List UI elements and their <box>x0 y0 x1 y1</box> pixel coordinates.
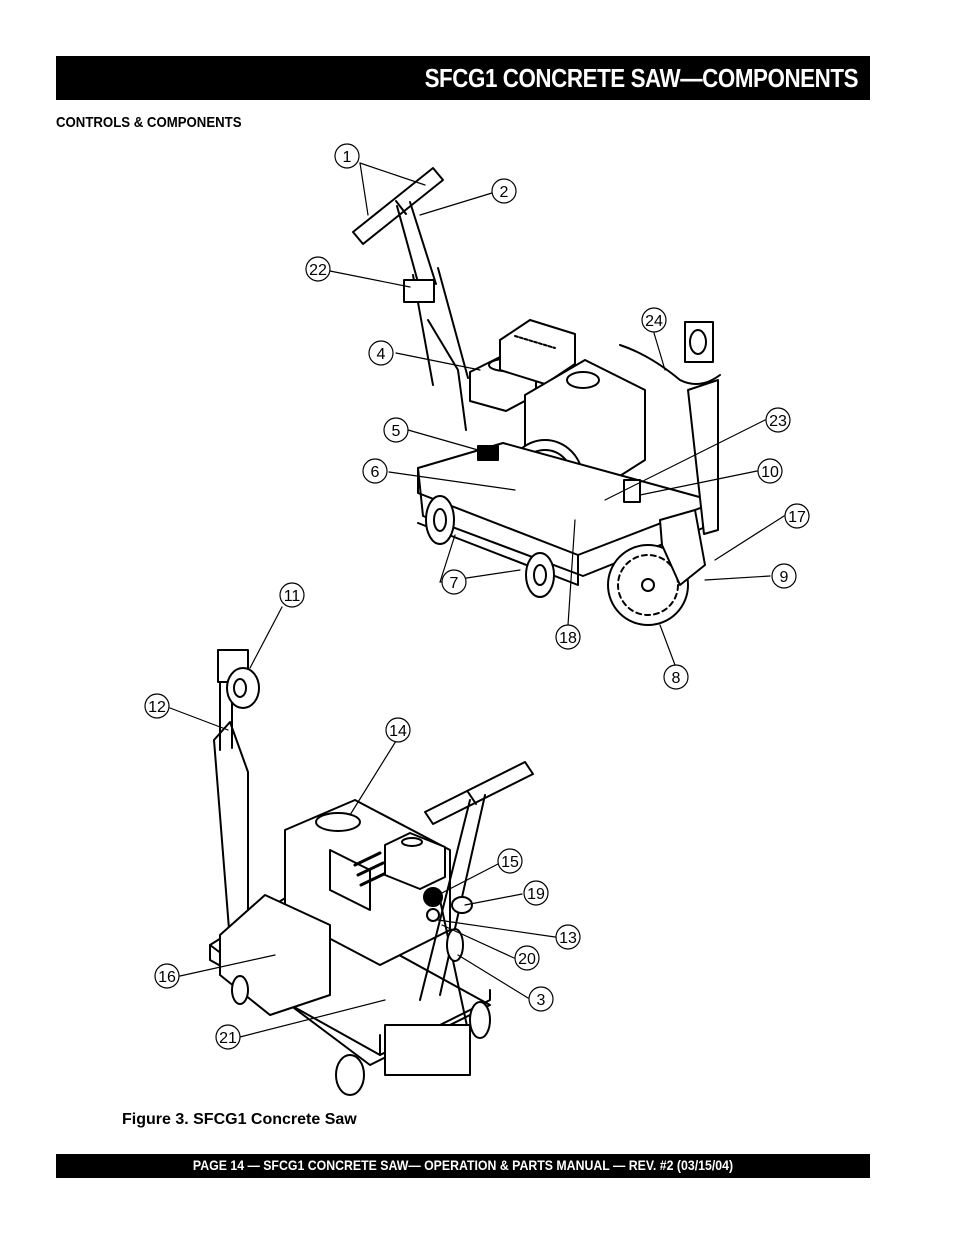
svg-text:21: 21 <box>219 1030 237 1047</box>
svg-text:5: 5 <box>392 423 401 440</box>
callout-14: 14 <box>385 717 411 743</box>
svg-text:18: 18 <box>559 630 577 647</box>
callout-18: 18 <box>555 624 581 650</box>
callout-2: 2 <box>491 178 517 204</box>
callout-24: 24 <box>641 307 667 333</box>
svg-text:12: 12 <box>148 699 166 716</box>
callout-1: 1 <box>334 143 360 169</box>
svg-text:16: 16 <box>158 969 176 986</box>
figure-caption: Figure 3. SFCG1 Concrete Saw <box>122 1111 357 1128</box>
svg-text:13: 13 <box>559 930 577 947</box>
callout-19: 19 <box>523 880 549 906</box>
footer-bar: PAGE 14 — SFCG1 CONCRETE SAW— OPERATION … <box>56 1154 870 1178</box>
concrete-saw-figure: 1 2 22 4 24 5 23 6 10 17 7 9 18 8 11 12 … <box>144 143 810 1096</box>
callout-11: 11 <box>279 582 305 608</box>
callout-16: 16 <box>154 963 180 989</box>
svg-text:4: 4 <box>377 346 386 363</box>
callout-10: 10 <box>757 458 783 484</box>
callout-5: 5 <box>383 417 409 443</box>
callout-22: 22 <box>305 256 331 282</box>
svg-text:17: 17 <box>788 509 806 526</box>
svg-text:2: 2 <box>500 184 509 201</box>
svg-text:10: 10 <box>761 464 779 481</box>
callout-9: 9 <box>771 563 797 589</box>
svg-text:19: 19 <box>527 886 545 903</box>
svg-text:8: 8 <box>672 670 681 687</box>
footer-text: PAGE 14 — SFCG1 CONCRETE SAW— OPERATION … <box>192 1157 734 1173</box>
svg-text:1: 1 <box>343 149 352 166</box>
callout-15: 15 <box>497 848 523 874</box>
svg-text:3: 3 <box>537 992 546 1009</box>
callout-7: 7 <box>441 569 467 595</box>
svg-text:24: 24 <box>645 313 663 330</box>
callout-13: 13 <box>555 924 581 950</box>
svg-text:9: 9 <box>780 569 789 586</box>
svg-text:11: 11 <box>284 588 301 605</box>
callout-6: 6 <box>362 458 388 484</box>
callout-17: 17 <box>784 503 810 529</box>
callout-3: 3 <box>528 986 554 1012</box>
callout-8: 8 <box>663 664 689 690</box>
svg-text:23: 23 <box>769 413 787 430</box>
header-bar: SFCG1 CONCRETE SAW—COMPONENTS <box>56 56 870 100</box>
svg-text:15: 15 <box>501 854 519 871</box>
callout-20: 20 <box>514 945 540 971</box>
callout-12: 12 <box>144 693 170 719</box>
section-heading: CONTROLS & COMPONENTS <box>56 114 242 131</box>
svg-text:20: 20 <box>518 951 536 968</box>
svg-text:7: 7 <box>450 575 459 592</box>
svg-text:22: 22 <box>309 262 327 279</box>
svg-text:6: 6 <box>371 464 380 481</box>
callout-4: 4 <box>368 340 394 366</box>
callout-23: 23 <box>765 407 791 433</box>
page-title: SFCG1 CONCRETE SAW—COMPONENTS <box>424 63 858 93</box>
svg-text:14: 14 <box>389 723 407 740</box>
callout-21: 21 <box>215 1024 241 1050</box>
